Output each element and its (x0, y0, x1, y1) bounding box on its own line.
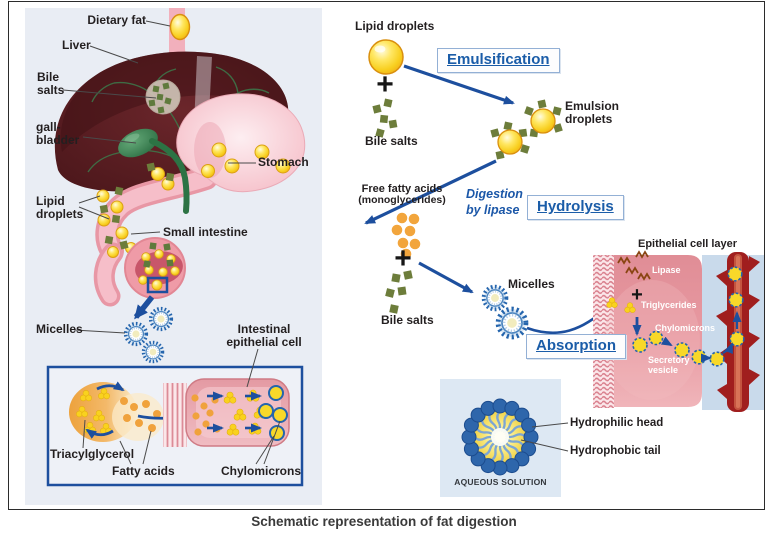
micelle-icons-right (481, 284, 526, 337)
plus-sign-2: + (394, 242, 412, 275)
dietary-fat-droplet-icon (169, 13, 191, 41)
micelles-label-left: Micelles (36, 322, 83, 336)
bile-salt-icons-2 (385, 270, 413, 314)
gallbladder-illustration (118, 128, 158, 158)
hydrophilic-heads (461, 398, 539, 476)
triacylglycerol-label: Triacylglycerol (50, 447, 135, 461)
micelles-label-right: Micelles (508, 277, 555, 291)
hydrolysis-arrow (364, 159, 497, 225)
bile-salt-icons-1 (372, 98, 398, 138)
fatty-acids-label: Fatty acids (112, 464, 175, 478)
chylomicron-icons-epi (632, 266, 745, 367)
chylomicrons-label-right: Chylomicrons (655, 323, 716, 333)
mixing-arrow-bottom (85, 428, 114, 439)
fatty-acid-icons (120, 397, 161, 432)
intestinal-epithelial-cell-label: Intestinal epithelial cell (226, 322, 302, 350)
zoom-highlight-box (146, 276, 169, 294)
bile-salts-label-left: Bile salts (37, 70, 65, 98)
cell-flow-arrows (207, 391, 262, 433)
left-anatomy-panel (25, 8, 322, 505)
lipid-droplets-label-right: Lipid droplets (355, 19, 435, 33)
absorption-step-label: Absorption (526, 334, 626, 359)
chylomicron-flow-arrows (660, 311, 742, 363)
lipid-droplets-label-left: Lipid droplets (36, 194, 84, 222)
emulsification-arrow (403, 64, 515, 105)
mixing-arrow-top (96, 381, 125, 392)
micelle-formation-arrow (418, 261, 474, 294)
emulsification-step-label: Emulsification (437, 48, 560, 73)
secretory-vesicle-label: Secretory vesicle (648, 355, 690, 376)
intestine-cross-section (124, 237, 186, 299)
liver-label: Liver (62, 38, 91, 52)
bile-salt-icons-intestine (99, 162, 175, 250)
epithelial-cell-layer-title: Epithelial cell layer (638, 238, 738, 250)
bile-salts-label-2: Bile salts (381, 313, 434, 327)
free-fatty-acids-label: Free fatty acids (monoglycerides) (358, 183, 446, 207)
plus-sign-3: + (631, 284, 643, 306)
aqueous-solution-label: AQUEOUS SOLUTION (454, 477, 547, 487)
diagram-artwork (25, 8, 765, 505)
hydrolysis-step-label: Hydrolysis (527, 195, 624, 220)
micelle-structure-inset (440, 379, 561, 497)
small-intestine-label: Small intestine (163, 225, 248, 239)
right-process-panel (364, 39, 765, 497)
chylomicrons-label-left: Chylomicrons (221, 464, 302, 478)
hydrophilic-head-label: Hydrophilic head (570, 417, 664, 429)
chylomicron-icons-inset (258, 385, 288, 441)
hydrophobic-tail-label: Hydrophobic tail (570, 445, 661, 457)
gallbladder-label: gall- bladder (36, 120, 80, 148)
bile-salt-icons-liver (148, 82, 172, 114)
bile-salts-label-1: Bile salts (365, 134, 418, 148)
label-pointer-lines-left (62, 20, 281, 465)
emulsion-droplet-icons (490, 99, 563, 160)
triglycerides-label: Triglycerides (641, 300, 697, 310)
label-pointer-lines-right (520, 422, 569, 452)
free-fatty-acid-icons (391, 212, 421, 260)
emulsion-droplets-label: Emulsion droplets (565, 99, 620, 127)
epithelial-cell-layer-panel (593, 250, 765, 412)
plus-sign-1: + (376, 68, 394, 101)
epithelial-inset-box (46, 365, 304, 487)
lipase-label: Lipase (652, 265, 681, 275)
digestion-by-lipase-label: Digestion by lipase (466, 187, 523, 217)
zoom-arrow (133, 295, 155, 320)
lipase-squiggle-icons (617, 250, 651, 281)
stomach-label: Stomach (258, 155, 309, 169)
dietary-fat-label: Dietary fat (87, 13, 146, 27)
figure-caption: Schematic representation of fat digestio… (251, 514, 517, 529)
bile-duct (149, 138, 190, 214)
